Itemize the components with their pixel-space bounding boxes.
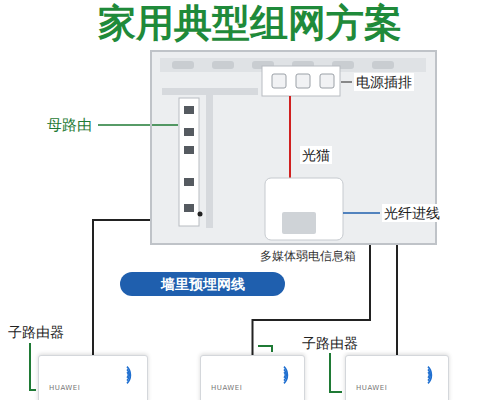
wifi-arc [428,367,431,384]
mother-router [179,98,199,226]
leader-line [98,124,178,126]
brand-text: HUAWEI [211,384,242,392]
wifi-arc [127,372,128,378]
lan-port [184,106,194,114]
wifi-arc [284,372,285,378]
wifi-arc [127,369,129,380]
brand-text: HUAWEI [356,384,387,392]
wifi-icon [125,366,141,384]
power-cord [289,96,291,178]
box-heading: 多媒体弱电信息箱 [258,248,358,265]
callout-label: 母路由 [45,116,94,134]
socket [296,74,310,88]
diagram-title: 家用典型组网方案 [0,0,500,46]
optical-modem [265,178,343,240]
wifi-arc [284,369,286,380]
cable-banner: 墙里预埋网线 [120,272,285,296]
wifi-arc [428,372,429,378]
brand-text: HUAWEI [49,384,80,392]
callout-label: 光纤进线 [382,204,442,222]
callout-bracket [30,343,36,390]
callout-label: 光猫 [300,146,332,164]
modem-vent [282,212,316,234]
sub-router: HUAWEI [38,355,148,400]
network-cable [253,245,371,355]
leader-line [341,82,352,83]
network-cable [396,245,398,355]
sub-router: HUAWEI [200,355,305,400]
callout-bracket [258,346,272,352]
callout-label: 子路由器 [300,334,360,352]
mount-bar [206,88,213,228]
lan-port [184,128,194,136]
wifi-arc [428,369,430,380]
wifi-icon [282,366,298,384]
callout-label: 子路由器 [6,323,66,341]
slot [212,61,234,69]
slot [172,61,194,69]
lan-port [184,146,194,154]
lan-port [184,204,194,212]
socket [320,74,334,88]
banner-text: 墙里预埋网线 [161,272,245,296]
wifi-arc [127,367,130,384]
slot [372,61,394,69]
sub-router: HUAWEI [345,355,449,400]
wifi-icon [426,366,442,384]
socket [272,74,286,88]
power-strip [262,66,340,96]
wifi-arc [284,367,287,384]
lan-port [184,178,194,186]
callout-label: 电源插排 [354,73,414,91]
callout-bracket [330,353,342,392]
cable-joint [198,212,203,217]
fiber-leader [343,212,380,214]
